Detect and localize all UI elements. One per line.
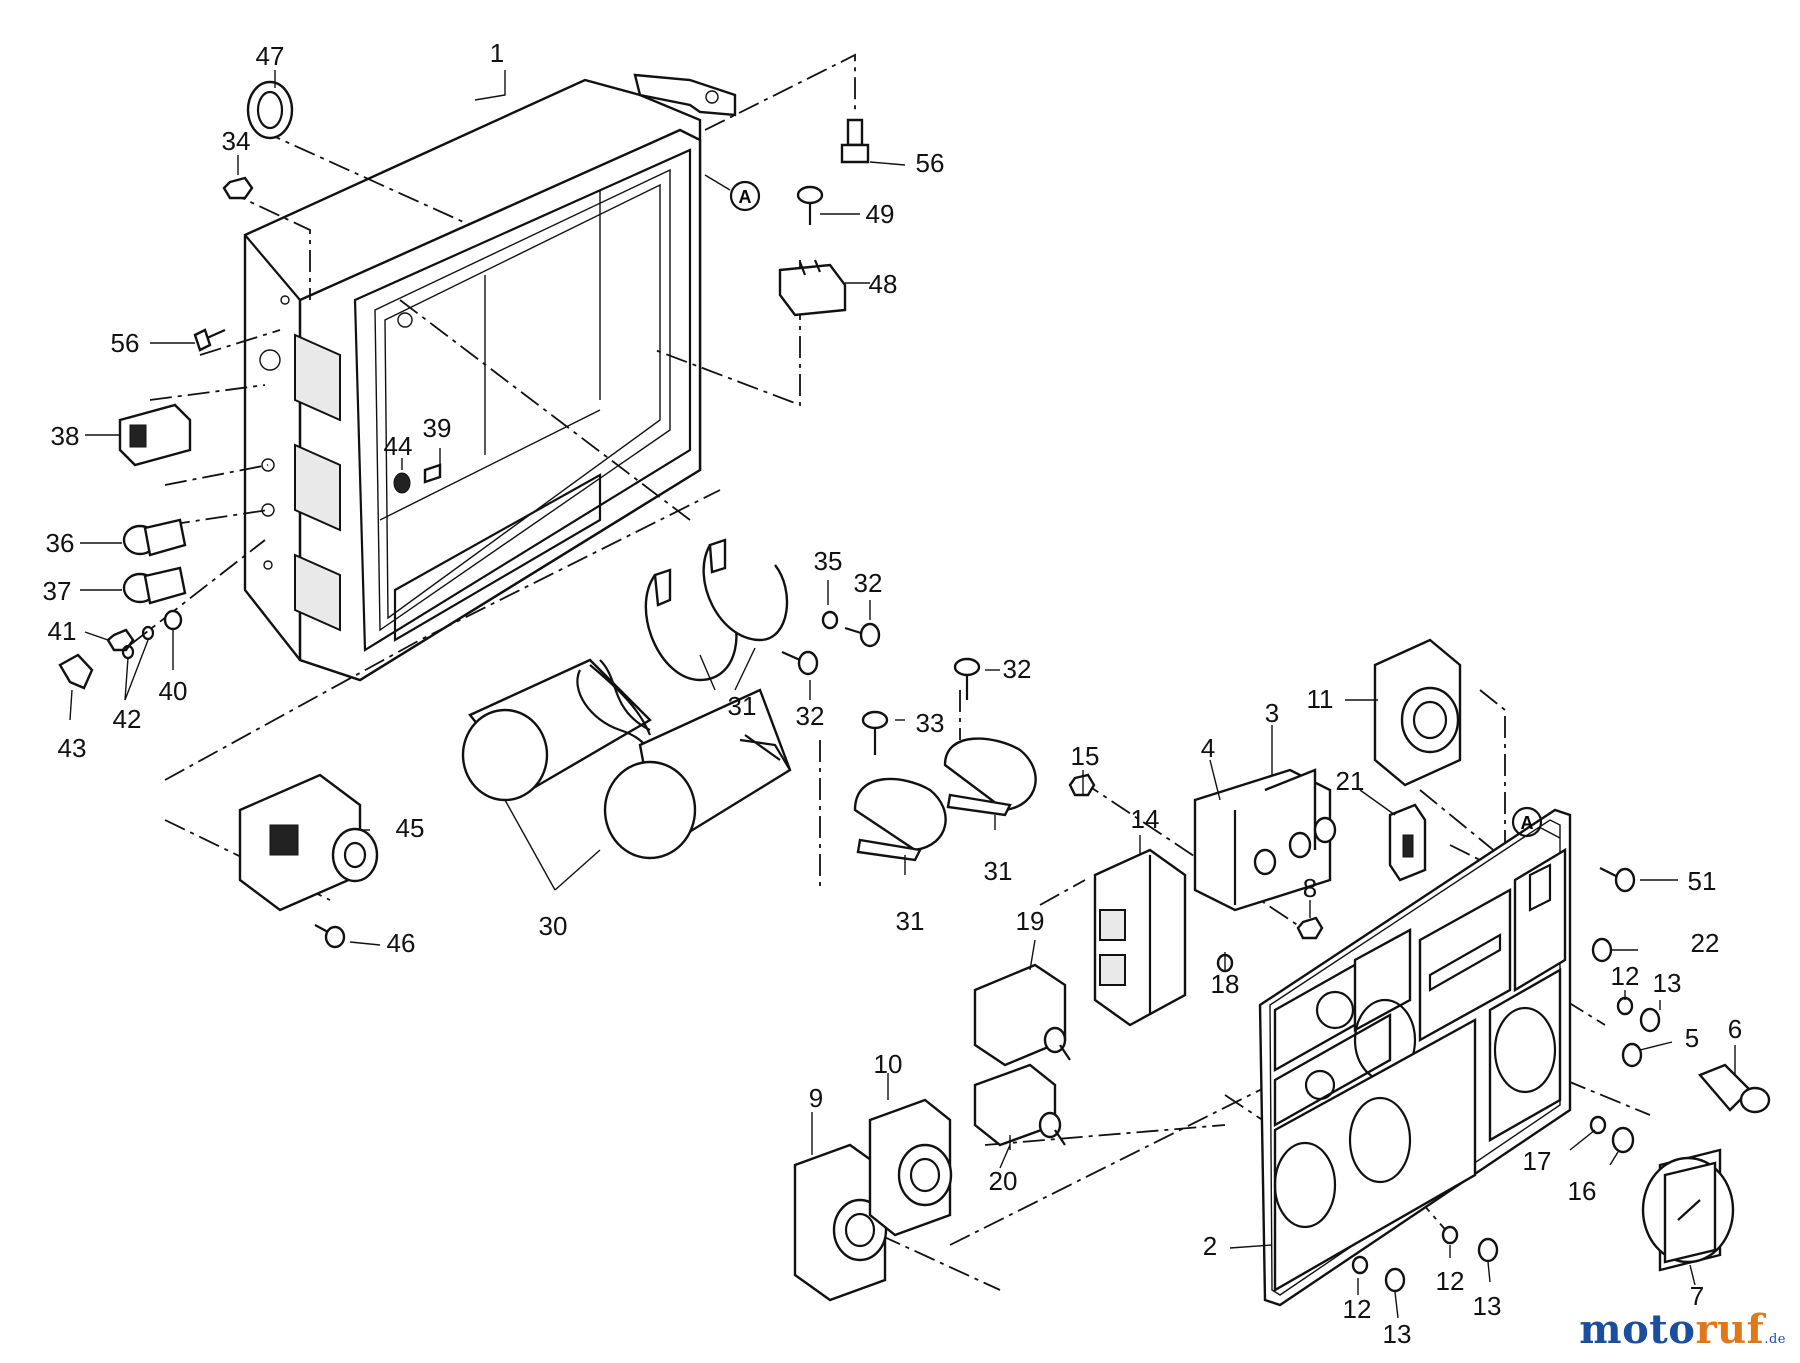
callout-35: 35: [814, 546, 843, 576]
callout-37: 37: [43, 576, 72, 606]
reference-marker-a-panel: A: [1511, 806, 1561, 839]
callout-4: 4: [1201, 733, 1215, 763]
callout-12c: 12: [1343, 1294, 1372, 1324]
electrical-components: [238, 638, 1735, 1302]
callout-30: 30: [539, 911, 568, 941]
callout-13b: 13: [1473, 1291, 1502, 1321]
svg-text:A: A: [739, 187, 752, 207]
capacitor-clamps: [644, 538, 1037, 862]
callout-19: 19: [1016, 906, 1045, 936]
callout-6: 6: [1728, 1014, 1742, 1044]
callout-12a: 12: [1611, 961, 1640, 991]
callout-45: 45: [396, 813, 425, 843]
callout-38: 38: [51, 421, 80, 451]
callout-43: 43: [58, 733, 87, 763]
reference-marker-a-top: A: [704, 174, 761, 212]
callout-22: 22: [1691, 928, 1720, 958]
front-panel: [1258, 808, 1572, 1307]
callout-36: 36: [46, 528, 75, 558]
callout-32b: 32: [796, 701, 825, 731]
callout-31c: 31: [984, 856, 1013, 886]
callout-16: 16: [1568, 1176, 1597, 1206]
callout-51: 51: [1688, 866, 1717, 896]
callout-2: 2: [1203, 1231, 1217, 1261]
callout-3: 3: [1265, 698, 1279, 728]
callout-1: 1: [490, 38, 504, 68]
callout-5: 5: [1685, 1023, 1699, 1053]
callout-31b: 31: [896, 906, 925, 936]
callout-13a: 13: [1653, 968, 1682, 998]
callout-10: 10: [874, 1049, 903, 1079]
callout-32a: 32: [854, 568, 883, 598]
leader-lines: [69, 70, 1736, 1319]
callout-12b: 12: [1436, 1266, 1465, 1296]
callout-46: 46: [387, 928, 416, 958]
fasteners: [58, 80, 1771, 1293]
callout-31a: 31: [728, 691, 757, 721]
callout-14: 14: [1131, 804, 1160, 834]
callout-44: 44: [384, 431, 413, 461]
callout-7: 7: [1690, 1281, 1704, 1311]
callout-9: 9: [809, 1083, 823, 1113]
callout-labels: 1 2 3 4 5 6 7 8 9 10 11 12 12 12 12 13 1…: [43, 38, 1743, 1349]
callout-21: 21: [1336, 766, 1365, 796]
motoruf-logo: motoruf.de: [1579, 1306, 1786, 1353]
callout-47: 47: [256, 41, 285, 71]
callout-11: 11: [1307, 684, 1334, 714]
callout-49: 49: [866, 199, 895, 229]
callout-34: 34: [222, 126, 251, 156]
capacitors: [461, 658, 792, 860]
callout-15: 15: [1071, 741, 1100, 771]
callout-33: 33: [916, 708, 945, 738]
callout-56b: 56: [111, 328, 140, 358]
callout-39: 39: [423, 413, 452, 443]
callout-20: 20: [989, 1166, 1018, 1196]
callout-42: 42: [113, 704, 142, 734]
control-box-housing: [243, 73, 737, 682]
callout-18: 18: [1211, 969, 1240, 999]
callout-48: 48: [869, 269, 898, 299]
svg-text:A: A: [1521, 813, 1534, 833]
callout-8: 8: [1303, 873, 1317, 903]
callout-40: 40: [159, 676, 188, 706]
callout-56a: 56: [916, 148, 945, 178]
callout-41: 41: [48, 616, 77, 646]
callout-32c: 32: [1003, 654, 1032, 684]
callout-13c: 13: [1383, 1319, 1412, 1349]
callout-17: 17: [1523, 1146, 1552, 1176]
